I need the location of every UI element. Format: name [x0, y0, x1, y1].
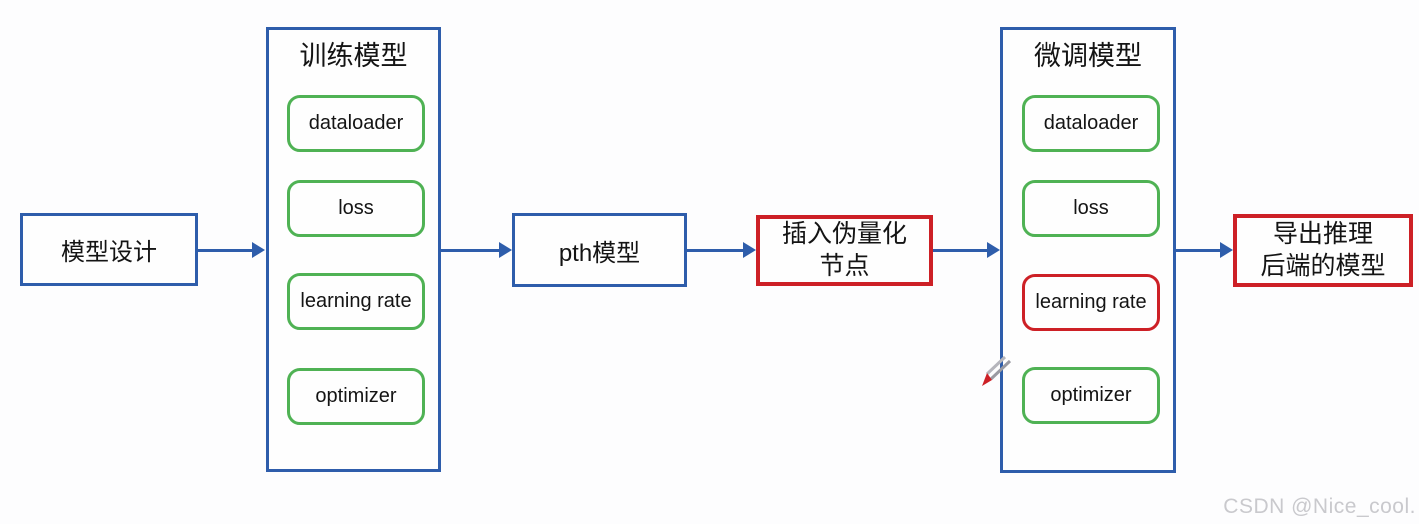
arrow-insert-to-finetune	[933, 242, 1000, 258]
node-pth-model: pth模型	[512, 213, 687, 287]
arrow-line	[933, 248, 987, 252]
csdn-watermark: CSDN @Nice_cool.	[1223, 495, 1416, 518]
node-export-model-line2: 后端的模型	[1260, 251, 1386, 280]
node-export-model: 导出推理 后端的模型	[1233, 214, 1413, 287]
train-dataloader-box: dataloader	[287, 95, 425, 152]
finetune-learning-rate-box: learning rate	[1022, 274, 1160, 331]
finetune-optimizer-box: optimizer	[1022, 367, 1160, 424]
arrow-line	[687, 248, 743, 252]
arrow-head-icon	[1220, 242, 1233, 258]
arrow-head-icon	[499, 242, 512, 258]
node-pth-model-label: pth模型	[558, 239, 641, 267]
arrow-line	[441, 248, 499, 252]
arrow-design-to-train	[198, 242, 265, 258]
finetune-model-title: 微调模型	[1034, 41, 1142, 71]
arrow-line	[198, 248, 252, 252]
container-finetune-model: 微调模型 dataloader loss learning rate optim…	[1000, 27, 1176, 473]
arrow-head-icon	[252, 242, 265, 258]
node-model-design-label: 模型设计	[61, 239, 157, 266]
node-model-design: 模型设计	[20, 213, 198, 286]
train-model-title: 训练模型	[299, 41, 408, 71]
node-insert-fake-quant: 插入伪量化 节点	[756, 215, 933, 286]
train-loss-box: loss	[287, 180, 425, 237]
arrow-line	[1176, 248, 1220, 252]
node-insert-fake-quant-line1: 插入伪量化	[781, 220, 907, 249]
train-learning-rate-box: learning rate	[287, 273, 425, 330]
arrow-train-to-pth	[441, 242, 512, 258]
arrow-head-icon	[743, 242, 756, 258]
arrow-finetune-to-export	[1176, 242, 1233, 258]
node-export-model-line1: 导出推理	[1272, 220, 1373, 249]
train-optimizer-box: optimizer	[287, 368, 425, 425]
arrow-pth-to-insert	[687, 242, 756, 258]
container-train-model: 训练模型 dataloader loss learning rate optim…	[266, 27, 441, 472]
node-insert-fake-quant-line2: 节点	[819, 251, 870, 280]
arrow-head-icon	[987, 242, 1000, 258]
finetune-loss-box: loss	[1022, 180, 1160, 237]
finetune-dataloader-box: dataloader	[1022, 95, 1160, 152]
pen-cursor-icon	[982, 355, 1012, 386]
